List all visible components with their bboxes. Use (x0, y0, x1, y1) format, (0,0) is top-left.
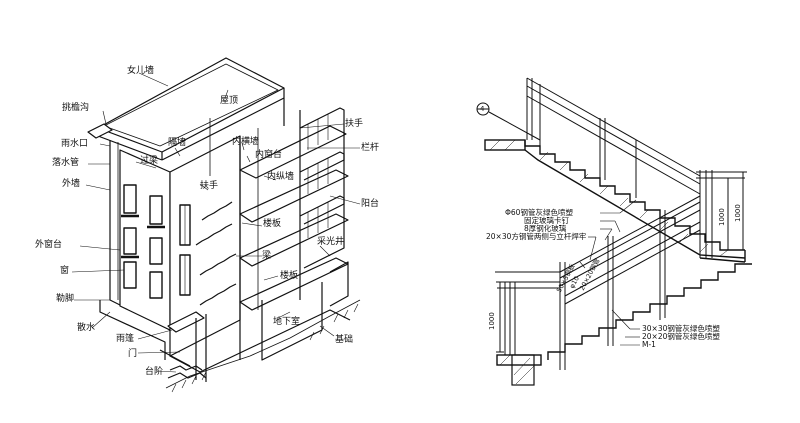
note-lower-3: M-1 (642, 340, 656, 349)
label-inner-long-wall: 内纵墙 (267, 172, 295, 182)
label-balcony: 阳台 (361, 199, 380, 209)
label-handrail-mid: 扶手 (200, 181, 219, 191)
label-partition: 隔墙 (168, 138, 187, 148)
note-upper-4: 20×30方钢管两侧与立杆焊牢 (486, 232, 587, 241)
label-rain-outlet: 雨水口 (61, 139, 89, 149)
label-steps: 台阶 (145, 367, 164, 377)
label-inner-cross-wall: 内横墙 (232, 137, 260, 147)
label-foundation: 基础 (335, 335, 354, 345)
dim-left: 1000 (488, 312, 496, 330)
label-apron: 散水 (77, 323, 96, 333)
label-exterior-wall: 外墙 (62, 179, 81, 189)
label-plinth: 勒脚 (56, 294, 75, 304)
note-lower-1: 30×30钢管灰绿色喷塑 (642, 324, 720, 333)
label-parapet: 女儿墙 (127, 66, 155, 76)
label-floor-slab: 楼板 (263, 219, 282, 229)
note-upper-2: 固定玻璃卡钉 (524, 216, 569, 225)
label-inner-balcony: 内窗台 (255, 150, 283, 160)
note-upper-1: Φ60钢管灰绿色喷塑 (505, 208, 573, 217)
label-basement: 地下室 (273, 317, 301, 327)
label-light-well: 采光井 (317, 237, 345, 247)
label-handrail-top: 扶手 (345, 119, 364, 129)
label-ext-sill: 外窗台 (35, 240, 63, 250)
label-rain-canopy: 雨篷 (116, 334, 135, 344)
label-downpipe: 落水管 (52, 158, 80, 168)
label-beam: 过梁 (140, 156, 159, 166)
label-window: 窗 (60, 266, 70, 276)
note-upper-3: 8厚钢化玻璃 (524, 224, 567, 233)
note-lower-2: 20×20钢管灰绿色喷塑 (642, 332, 720, 341)
label-roof: 屋顶 (220, 96, 239, 106)
stair-detail-drawing (476, 77, 752, 386)
label-stair-slab: 楼板 (280, 271, 299, 281)
label-door: 门 (128, 349, 138, 359)
label-cornice: 挑檐沟 (62, 103, 90, 113)
label-beam-mid: 梁 (262, 251, 272, 261)
label-railing: 栏杆 (361, 143, 380, 153)
index-mark: 4 (480, 105, 485, 113)
dim-right-a: 1000 (718, 208, 726, 226)
dim-right-b: 1000 (734, 204, 742, 222)
